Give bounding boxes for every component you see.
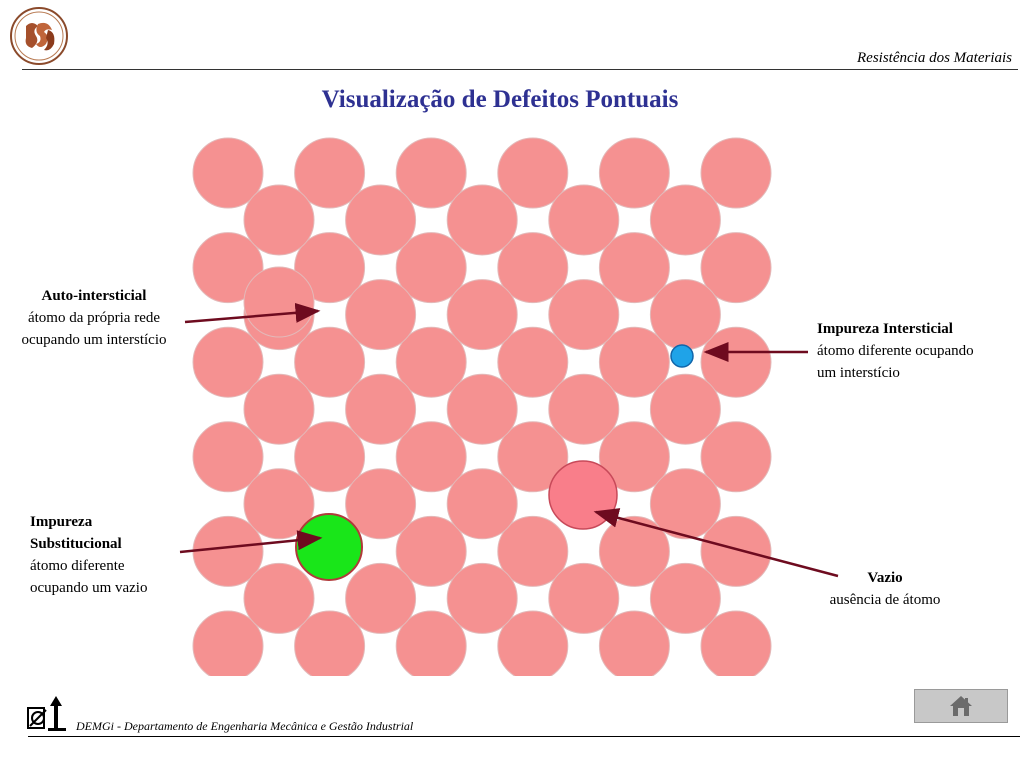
lattice-atom: [700, 232, 772, 304]
lattice-atom: [446, 279, 518, 351]
vacancy-site: [548, 460, 618, 530]
footer-divider: [28, 736, 1020, 737]
crystal-lattice-diagram: [192, 137, 772, 676]
lattice-atom: [548, 373, 620, 445]
lattice-atom: [598, 610, 670, 676]
lattice-atom: [192, 232, 264, 304]
lattice-atom: [548, 279, 620, 351]
lattice-atom: [649, 468, 721, 540]
label-self-interstitial-title: Auto-intersticial: [41, 288, 147, 304]
lattice-atom: [395, 610, 467, 676]
lattice-atom: [243, 562, 315, 634]
lattice-atom: [446, 562, 518, 634]
self-interstitial-atom: [243, 266, 315, 338]
lattice-atom: [192, 610, 264, 676]
lattice-atom: [395, 326, 467, 398]
lattice-atom: [345, 184, 417, 256]
lattice-atom: [649, 279, 721, 351]
lattice-atom: [345, 562, 417, 634]
lattice-atom: [345, 373, 417, 445]
page-title: Visualização de Defeitos Pontuais: [321, 86, 679, 113]
home-icon: [950, 696, 972, 716]
lattice-atom: [243, 373, 315, 445]
demgi-logo-icon: [27, 696, 66, 731]
lattice-atom: [294, 137, 366, 209]
lattice-atom: [294, 232, 366, 304]
lattice-atom: [649, 373, 721, 445]
label-self-interstitial-line1: átomo da própria rede: [27, 310, 161, 326]
lattice-atom: [700, 137, 772, 209]
label-self-interstitial-line2: ocupando um interstício: [21, 332, 167, 348]
lattice-atom: [497, 137, 569, 209]
label-substitutional-impurity-title2: Substitucional: [30, 536, 122, 552]
substitutional-impurity-atom: [295, 513, 363, 581]
lattice-atom: [497, 610, 569, 676]
lattice-atom: [497, 232, 569, 304]
lattice-atom: [649, 184, 721, 256]
lattice-atom: [345, 279, 417, 351]
label-self-interstitial: Auto-intersticial átomo da própria rede …: [2, 285, 186, 351]
lattice-atom: [497, 326, 569, 398]
lattice-atom: [395, 232, 467, 304]
lattice-atom: [598, 232, 670, 304]
lattice-atom: [700, 421, 772, 493]
lattice-atoms: [192, 137, 772, 676]
lattice-atom: [497, 421, 569, 493]
label-interstitial-impurity: Impureza Intersticial átomo diferente oc…: [817, 318, 1017, 384]
label-interstitial-impurity-line2: um interstício: [817, 365, 900, 381]
header-divider: [22, 69, 1018, 70]
label-interstitial-impurity-line1: átomo diferente ocupando: [817, 343, 974, 359]
header-subject: Resistência dos Materiais: [857, 50, 1012, 66]
home-button[interactable]: [914, 689, 1008, 723]
lattice-atom: [548, 562, 620, 634]
label-vacancy: Vazio ausência de átomo: [800, 567, 970, 611]
lattice-atom: [598, 326, 670, 398]
lattice-atom: [446, 468, 518, 540]
label-substitutional-impurity-line1: átomo diferente: [30, 558, 125, 574]
footer-department: DEMGi - Departamento de Engenharia Mecân…: [76, 719, 414, 733]
lattice-atom: [446, 184, 518, 256]
lattice-atom: [700, 610, 772, 676]
lattice-atom: [294, 326, 366, 398]
lattice-atom: [395, 137, 467, 209]
lattice-atom: [497, 515, 569, 587]
school-logo-icon: [10, 7, 68, 65]
lattice-atom: [192, 421, 264, 493]
label-vacancy-line1: ausência de átomo: [829, 592, 941, 608]
lattice-atom: [395, 515, 467, 587]
label-substitutional-impurity-line2: ocupando um vazio: [30, 580, 148, 596]
lattice-atom: [243, 184, 315, 256]
lattice-atom: [598, 137, 670, 209]
lattice-atom: [294, 610, 366, 676]
lattice-atom: [598, 421, 670, 493]
lattice-atom: [294, 421, 366, 493]
lattice-atom: [345, 468, 417, 540]
label-vacancy-title: Vazio: [867, 570, 903, 586]
lattice-atom: [192, 326, 264, 398]
lattice-atom: [192, 137, 264, 209]
lattice-atom: [649, 562, 721, 634]
lattice-atom: [446, 373, 518, 445]
label-substitutional-impurity: Impureza Substitucional átomo diferente …: [30, 511, 190, 599]
label-substitutional-impurity-title1: Impureza: [30, 514, 93, 530]
lattice-atom: [548, 184, 620, 256]
label-interstitial-impurity-title: Impureza Intersticial: [817, 321, 953, 337]
interstitial-impurity-atom: [670, 344, 694, 368]
lattice-atom: [395, 421, 467, 493]
